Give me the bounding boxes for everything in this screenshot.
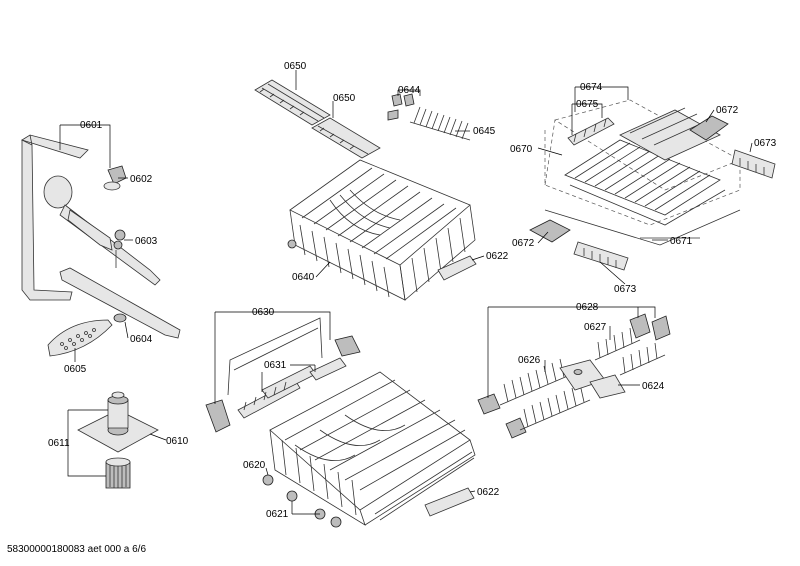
label-0628: 0628 [576, 302, 599, 313]
document-reference-footer: 58300000180083 aet 000 a 6/6 [7, 544, 147, 555]
upper-basket-assembly [254, 79, 477, 301]
label-0671: 0671 [670, 236, 693, 247]
label-0674: 0674 [580, 82, 603, 93]
spray-arm-assembly [21, 134, 181, 489]
label-0631: 0631 [264, 360, 287, 371]
leader-lines [59, 70, 753, 515]
label-0611: 0611 [48, 438, 70, 449]
label-0650a: 0650 [284, 61, 307, 72]
label-0610: 0610 [166, 436, 189, 447]
label-0673a: 0673 [754, 138, 777, 149]
label-0601: 0601 [80, 120, 103, 131]
label-0624: 0624 [642, 381, 665, 392]
part-labels: 0650 0650 0644 0645 0640 0622 0674 0675 … [48, 61, 777, 520]
label-0650b: 0650 [333, 93, 356, 104]
folding-tines-assembly [477, 313, 671, 439]
label-0640: 0640 [292, 272, 315, 283]
label-0621: 0621 [266, 509, 289, 520]
label-0670: 0670 [510, 144, 533, 155]
label-0620: 0620 [243, 460, 266, 471]
label-0644: 0644 [398, 85, 421, 96]
label-0622a: 0622 [486, 251, 509, 262]
label-0627: 0627 [584, 322, 607, 333]
label-0672b: 0672 [512, 238, 535, 249]
label-0604: 0604 [130, 334, 153, 345]
label-0626: 0626 [518, 355, 541, 366]
label-0673b: 0673 [614, 284, 637, 295]
label-0675: 0675 [576, 99, 599, 110]
label-0645: 0645 [473, 126, 496, 137]
label-0672a: 0672 [716, 105, 739, 116]
label-0622b: 0622 [477, 487, 500, 498]
label-0605: 0605 [64, 364, 87, 375]
label-0602: 0602 [130, 174, 153, 185]
lower-basket-assembly [205, 317, 476, 528]
label-0630: 0630 [252, 307, 275, 318]
label-0603: 0603 [135, 236, 158, 247]
third-rack-assembly [529, 99, 776, 271]
